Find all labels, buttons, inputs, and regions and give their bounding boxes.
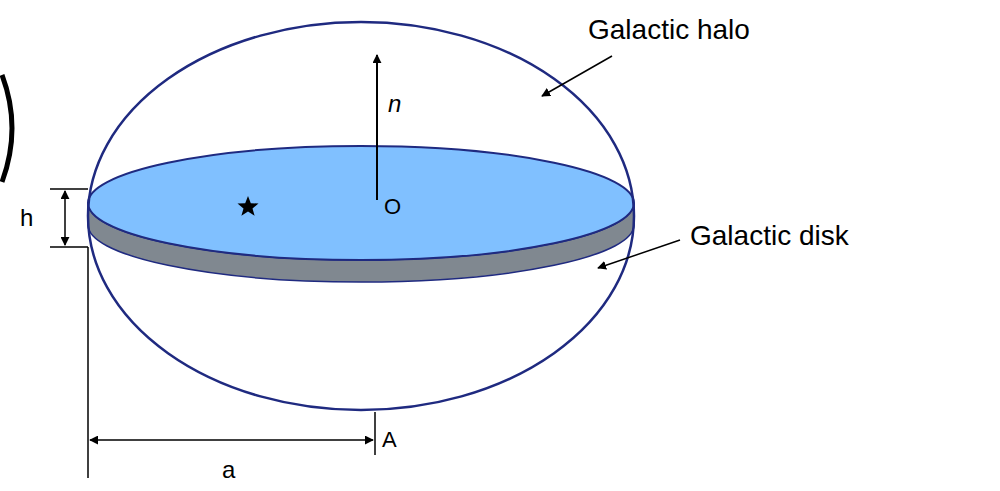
dimension-arrow xyxy=(64,191,66,245)
vector-label: n xyxy=(388,92,401,116)
dimension-tick xyxy=(50,246,88,248)
dimension-label: h xyxy=(20,206,33,230)
dimension-label: a xyxy=(222,458,235,482)
dimension-tick xyxy=(50,188,88,190)
extension-line xyxy=(374,412,376,455)
leader-arrow xyxy=(598,240,680,268)
leader-arrow xyxy=(542,56,612,96)
galactic-disk xyxy=(88,146,634,260)
disk-label: Galactic disk xyxy=(690,222,849,250)
dimension-arrow xyxy=(90,439,373,441)
center-label: O xyxy=(384,196,401,218)
normal-vector xyxy=(376,55,378,200)
sun-star xyxy=(238,196,259,216)
halo-label: Galactic halo xyxy=(588,16,750,44)
extension-line xyxy=(87,247,89,478)
galactic-halo xyxy=(88,22,634,410)
point-label: A xyxy=(382,429,397,451)
cropped-arc xyxy=(2,75,12,182)
